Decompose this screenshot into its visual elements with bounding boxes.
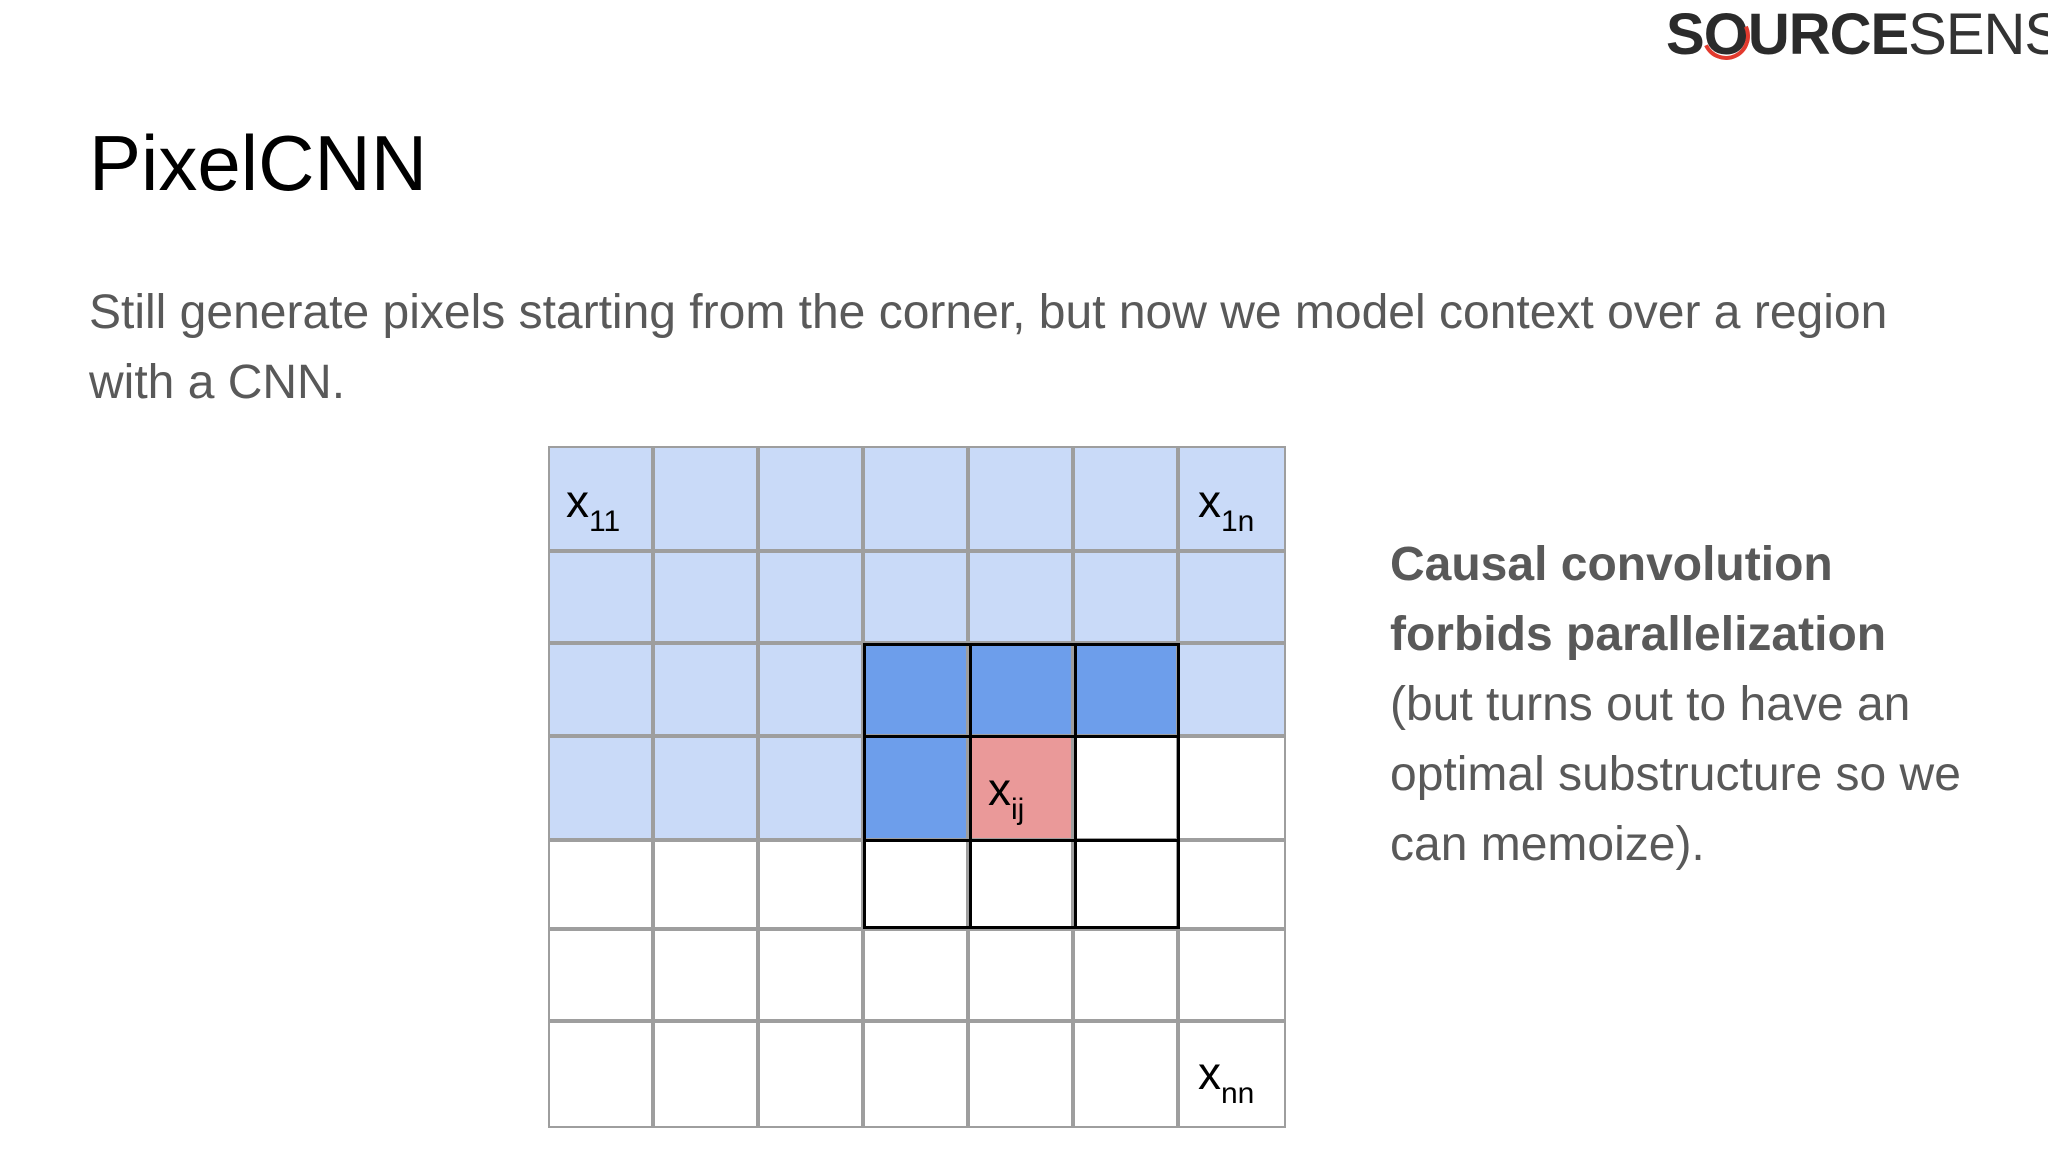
pixel-cell [758, 840, 863, 929]
pixel-cell [968, 929, 1073, 1021]
pixel-cell [1178, 446, 1286, 551]
pixel-cell [548, 643, 653, 736]
pixel-grid-diagram: x11 x1n xij xnn [548, 446, 1286, 1128]
pixel-cell [548, 736, 653, 840]
pixel-cell [1073, 1021, 1178, 1128]
logo-text-1: S [1666, 2, 1705, 67]
pixel-cell [653, 551, 758, 643]
pixel-cell [653, 446, 758, 551]
pixel-cell [1073, 643, 1178, 736]
pixel-cell [1073, 840, 1178, 929]
label-x1n: x1n [1198, 475, 1255, 538]
pixel-cell [863, 551, 968, 643]
pixel-cell [548, 1021, 653, 1128]
pixel-cell [1178, 643, 1286, 736]
pixel-cell [548, 929, 653, 1021]
logo-o-glyph: O [1694, 5, 1757, 67]
label-xij: xij [988, 763, 1025, 826]
pixel-cell [548, 446, 653, 551]
pixel-cell [1073, 446, 1178, 551]
pixel-cell [1178, 840, 1286, 929]
pixel-cell [758, 929, 863, 1021]
sourcesense-logo: SOURCESENSE [1666, 5, 2048, 67]
pixel-cell [653, 643, 758, 736]
pixel-cell [758, 736, 863, 840]
logo-text-3: SENSE [1908, 2, 2048, 67]
pixel-cell [863, 736, 968, 840]
pixel-cell [653, 929, 758, 1021]
pixel-cell [968, 551, 1073, 643]
pixel-cell [653, 736, 758, 840]
pixel-cell [863, 1021, 968, 1128]
side-note: Causal convolution forbids parallelizati… [1390, 530, 2010, 880]
side-note-bold-1: Causal convolution [1390, 538, 1833, 591]
pixel-cell [863, 643, 968, 736]
pixel-cell [1178, 929, 1286, 1021]
pixel-cell [548, 840, 653, 929]
pixel-cell [758, 643, 863, 736]
pixel-cell [863, 840, 968, 929]
pixel-cell [758, 446, 863, 551]
label-xnn: xnn [1198, 1047, 1255, 1110]
pixel-cell [863, 446, 968, 551]
pixel-cell [1073, 736, 1178, 840]
pixel-cell [758, 551, 863, 643]
slide-title: PixelCNN [89, 119, 428, 207]
slide-subtitle: Still generate pixels starting from the … [89, 286, 1888, 409]
side-note-text: (but turns out to have an optimal substr… [1390, 678, 1961, 871]
pixel-cell [968, 1021, 1073, 1128]
logo-text-2: URCE [1747, 2, 1909, 67]
pixel-cell [1178, 551, 1286, 643]
pixel-cell [758, 1021, 863, 1128]
pixel-cell [1178, 1021, 1286, 1128]
pixel-cell [1073, 929, 1178, 1021]
pixel-cell [968, 446, 1073, 551]
pixel-cell [653, 1021, 758, 1128]
pixel-cell [968, 840, 1073, 929]
pixel-cell [653, 840, 758, 929]
pixel-cell [1178, 736, 1286, 840]
pixel-cell [548, 551, 653, 643]
pixel-cell [968, 643, 1073, 736]
pixel-cell [863, 929, 968, 1021]
side-note-bold-2: forbids parallelization [1390, 608, 1887, 661]
label-x11: x11 [566, 475, 621, 538]
pixel-cell [1073, 551, 1178, 643]
